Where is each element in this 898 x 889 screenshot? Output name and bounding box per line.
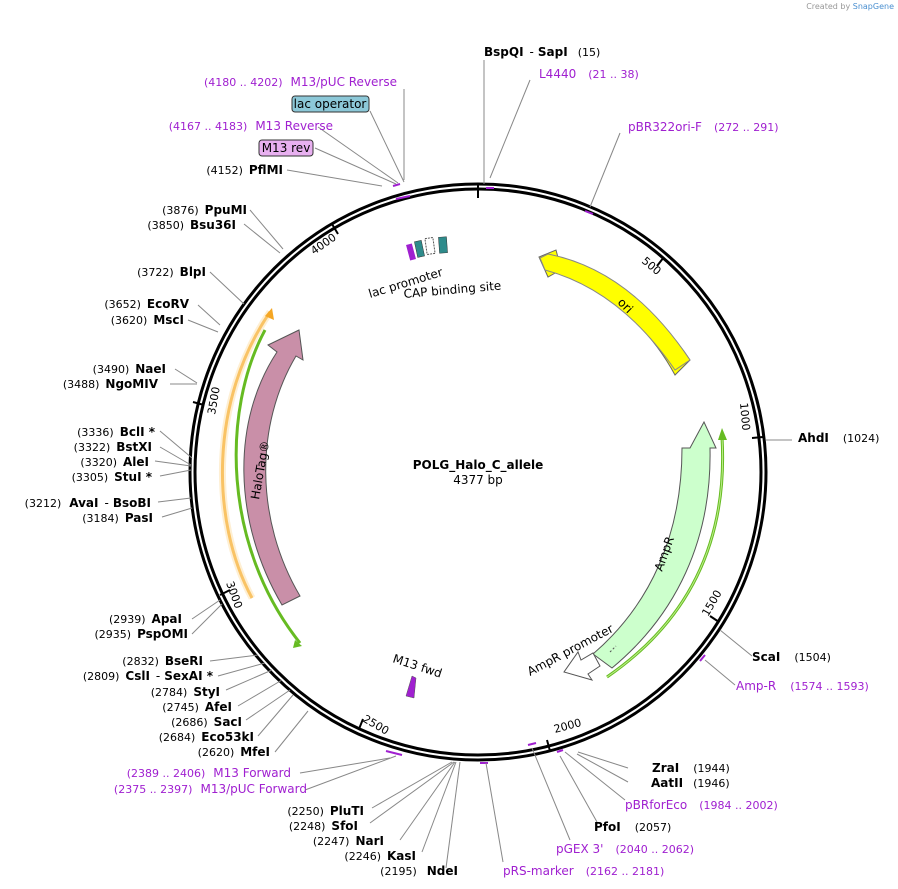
m13-rev-box[interactable] — [258, 139, 314, 157]
enzyme-msci[interactable]: (3620)MscI — [111, 313, 184, 327]
primer-amp-r[interactable]: Amp-R(1574 .. 1593) — [736, 679, 869, 693]
enzyme-bstxi[interactable]: (3322)BstXI — [74, 440, 152, 454]
enzyme-pluti[interactable]: (2250)PluTI — [287, 804, 364, 818]
tick-1500: 1500 — [699, 588, 724, 619]
enzyme-pfoi[interactable]: PfoI(2057) — [594, 820, 671, 834]
enzyme-alei[interactable]: (3320)AleI — [80, 455, 149, 469]
enzyme-bspqi[interactable]: BspQI-SapI(15) — [484, 45, 600, 59]
primer-pbr322ori-f[interactable]: pBR322ori-F(272 .. 291) — [628, 120, 779, 134]
enzyme-aatii[interactable]: AatII(1946) — [651, 776, 730, 790]
credit-brand: SnapGene — [852, 2, 894, 11]
enzyme-sfoi[interactable]: (2248)SfoI — [289, 819, 358, 833]
enzyme-ndei[interactable]: (2195)NdeI — [380, 864, 458, 878]
halo-green-orf — [234, 329, 302, 644]
enzyme-styi[interactable]: (2784)StyI — [151, 685, 220, 699]
enzyme-labels: BspQI-SapI(15) AhdI(1024) ScaI(1504) Zra… — [25, 45, 880, 878]
enzyme-apai[interactable]: (2939)ApaI — [109, 612, 182, 626]
enzyme-pspomi[interactable]: (2935)PspOMI — [94, 627, 188, 641]
enzyme-scai[interactable]: ScaI(1504) — [752, 650, 831, 664]
tick-2000: 2000 — [552, 716, 582, 736]
enzyme-blpi[interactable]: (3722)BlpI — [137, 265, 206, 279]
tick-2500: 2500 — [361, 712, 392, 737]
plasmid-length: 4377 bp — [453, 473, 503, 487]
enzyme-pflmi[interactable]: (4152)PflMI — [206, 163, 283, 177]
primer-pgex3[interactable]: pGEX 3'(2040 .. 2062) — [556, 842, 694, 856]
credit-prefix: Created by — [806, 2, 851, 11]
enzyme-stui[interactable]: (3305)StuI * — [72, 470, 153, 484]
lac-operator-box[interactable] — [291, 95, 370, 113]
enzyme-ppumi[interactable]: (3876)PpuMI — [162, 203, 247, 217]
enzyme-mfei[interactable]: (2620)MfeI — [198, 745, 270, 759]
enzyme-bseri[interactable]: (2832)BseRI — [122, 654, 203, 668]
primer-marks — [385, 183, 706, 764]
enzyme-csli[interactable]: (2809)CslI-SexAI * — [83, 669, 214, 683]
enzyme-avai[interactable]: (3212)AvaI-BsoBI — [25, 496, 151, 510]
leader-lines — [154, 60, 792, 869]
primer-m13puc-forward[interactable]: (2375 .. 2397)M13/pUC Forward — [114, 782, 307, 796]
primer-m13puc-reverse[interactable]: (4180 .. 4202)M13/pUC Reverse — [204, 75, 397, 89]
primer-prs-marker[interactable]: pRS-marker(2162 .. 2181) — [503, 864, 664, 878]
halotag-feature[interactable] — [243, 329, 304, 606]
enzyme-naei[interactable]: (3490)NaeI — [93, 362, 166, 376]
enzyme-kasi[interactable]: (2246)KasI — [344, 849, 416, 863]
tick-500: 500 — [639, 254, 663, 277]
m13-rev-label: M13 rev — [262, 141, 311, 155]
tick-1000: 1000 — [737, 402, 752, 431]
enzyme-saci[interactable]: (2686)SacI — [171, 715, 242, 729]
lac-cluster — [406, 236, 448, 261]
enzyme-pasi[interactable]: (3184)PasI — [82, 511, 153, 525]
m13-fwd-feature[interactable] — [405, 675, 417, 699]
m13-fwd-label: M13 fwd — [391, 652, 444, 681]
primer-pbrforeco[interactable]: pBRforEco(1984 .. 2002) — [625, 798, 778, 812]
ampr-feature[interactable] — [592, 420, 717, 669]
ampr-promoter-feature[interactable] — [563, 650, 601, 681]
tick-3500: 3500 — [205, 386, 223, 416]
backbone-outer — [188, 182, 768, 762]
primer-m13-reverse[interactable]: (4167 .. 4183)M13 Reverse — [169, 119, 333, 133]
enzyme-zrai[interactable]: ZraI(1944) — [652, 761, 730, 775]
plasmid-name: POLG_Halo_C_allele — [413, 458, 544, 473]
enzyme-ecorv[interactable]: (3652)EcoRV — [104, 297, 189, 311]
enzyme-ahdi[interactable]: AhdI(1024) — [798, 431, 879, 445]
backbone-inner — [193, 187, 763, 757]
enzyme-afei[interactable]: (2745)AfeI — [162, 700, 232, 714]
enzyme-nari[interactable]: (2247)NarI — [313, 834, 384, 848]
primer-labels: L4440(21 .. 38) pBR322ori-F(272 .. 291) … — [114, 67, 869, 878]
primer-l4440[interactable]: L4440(21 .. 38) — [539, 67, 639, 81]
enzyme-bcli[interactable]: (3336)BclI * — [77, 425, 156, 439]
primer-m13-forward[interactable]: (2389 .. 2406)M13 Forward — [127, 766, 291, 780]
enzyme-bsu36i[interactable]: (3850)Bsu36I — [147, 218, 236, 232]
snapgene-credit: Created by SnapGene — [806, 2, 894, 11]
enzyme-eco53ki[interactable]: (2684)Eco53kI — [159, 730, 254, 744]
lac-operator-label: lac operator — [294, 97, 367, 111]
enzyme-ngomiv[interactable]: (3488)NgoMIV — [63, 377, 159, 391]
